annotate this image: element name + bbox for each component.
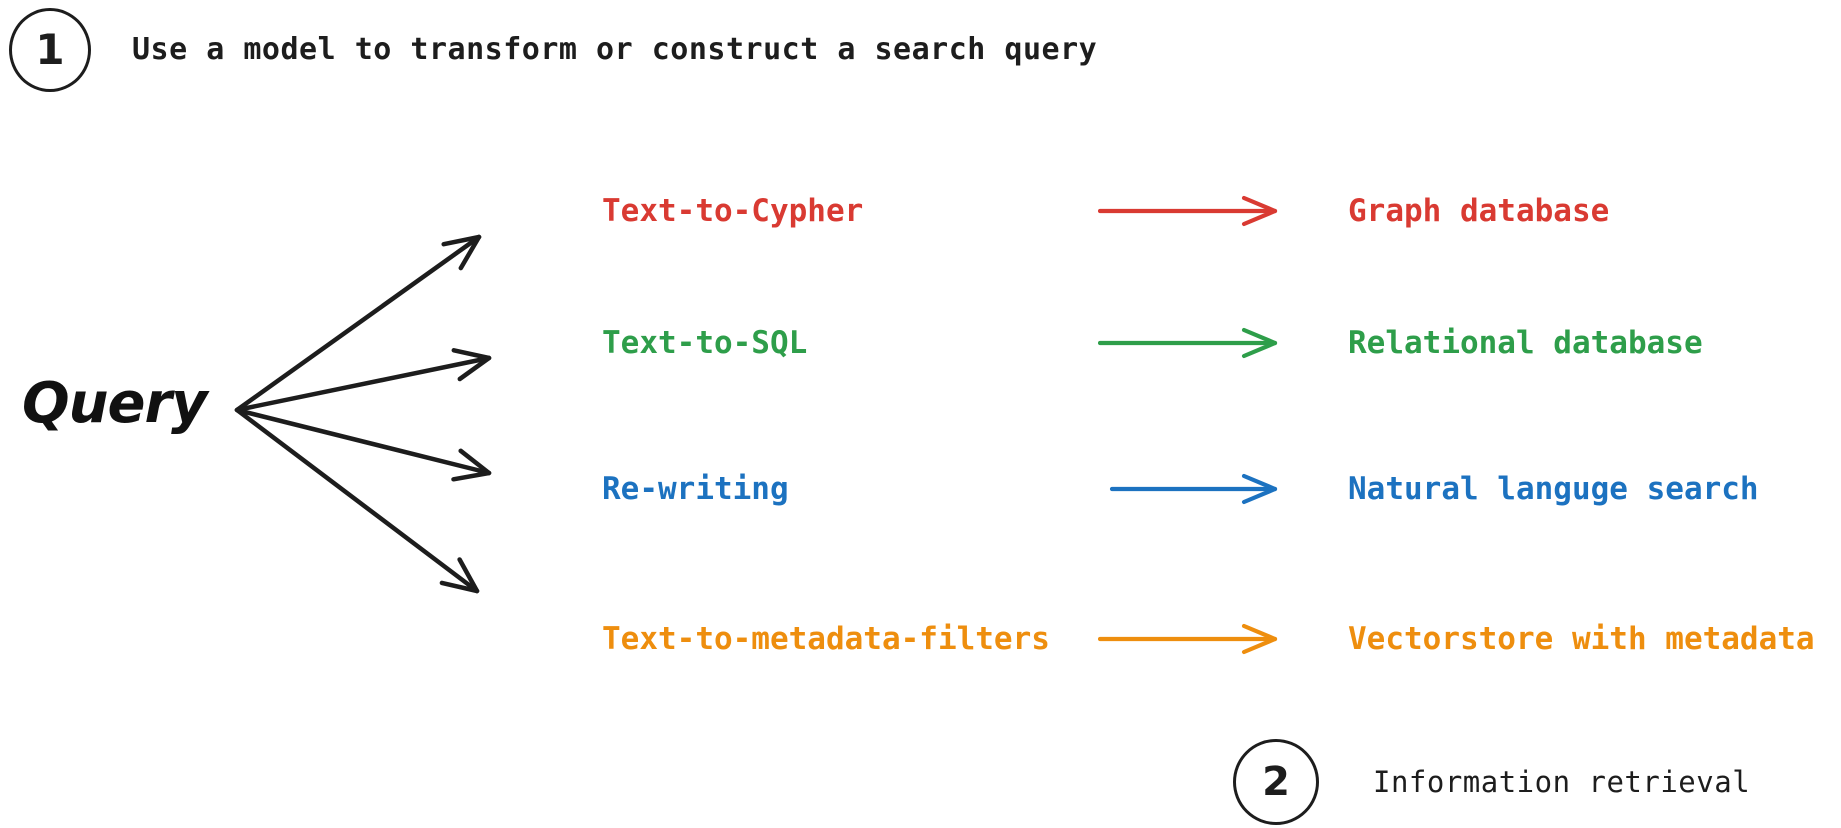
branch-arrow-head-lower (1241, 486, 1278, 505)
branch-row: Text-to-SQL Relational database (0, 320, 1841, 366)
branch-arrow-head-upper (1241, 327, 1278, 346)
branch-method-label: Text-to-Cypher (602, 193, 864, 229)
branch-row: Text-to-metadata-filters Vectorstore with… (0, 616, 1841, 662)
branch-arrow-head-upper (1241, 623, 1278, 642)
branch-method-label: Text-to-SQL (602, 325, 808, 361)
branch-target-label: Relational database (1348, 325, 1703, 361)
right-arrow-icon (1097, 188, 1298, 234)
fan-arrow-head-4-barb-1 (457, 557, 480, 594)
right-arrow-icon (1098, 466, 1298, 512)
branch-arrow-head-lower (1241, 636, 1278, 655)
branch-method-label: Re-writing (602, 471, 789, 507)
step-1-caption: Use a model to transform or construct a … (132, 32, 1098, 67)
branch-target-label: Graph database (1348, 193, 1610, 229)
query-source-label: Query (22, 371, 208, 436)
fan-arrow-head-1-barb-2 (458, 234, 482, 271)
branch-target-label: Natural languge search (1348, 471, 1759, 507)
step-1-badge: 1 (9, 8, 91, 92)
branch-method-label: Text-to-metadata-filters (602, 621, 1050, 657)
step-2-badge: 2 (1233, 739, 1319, 825)
branch-row: Text-to-Cypher Graph database (0, 188, 1841, 234)
right-arrow-icon (1097, 320, 1298, 366)
step-2-caption: Information retrieval (1373, 765, 1751, 799)
fan-arrow-head-1-barb-1 (441, 234, 482, 247)
fan-arrow-shaft-3 (234, 407, 492, 476)
branch-row: Re-writing Natural languge search (0, 466, 1841, 512)
branch-arrow-head-upper (1241, 195, 1278, 214)
fan-arrow-head-4-barb-2 (439, 580, 480, 594)
branch-arrow-head-lower (1241, 208, 1278, 227)
branch-arrow-head-upper (1241, 473, 1278, 492)
right-arrow-icon (1097, 616, 1298, 662)
branch-target-label: Vectorstore with metadata (1348, 621, 1815, 657)
branch-arrow-head-lower (1241, 340, 1278, 359)
